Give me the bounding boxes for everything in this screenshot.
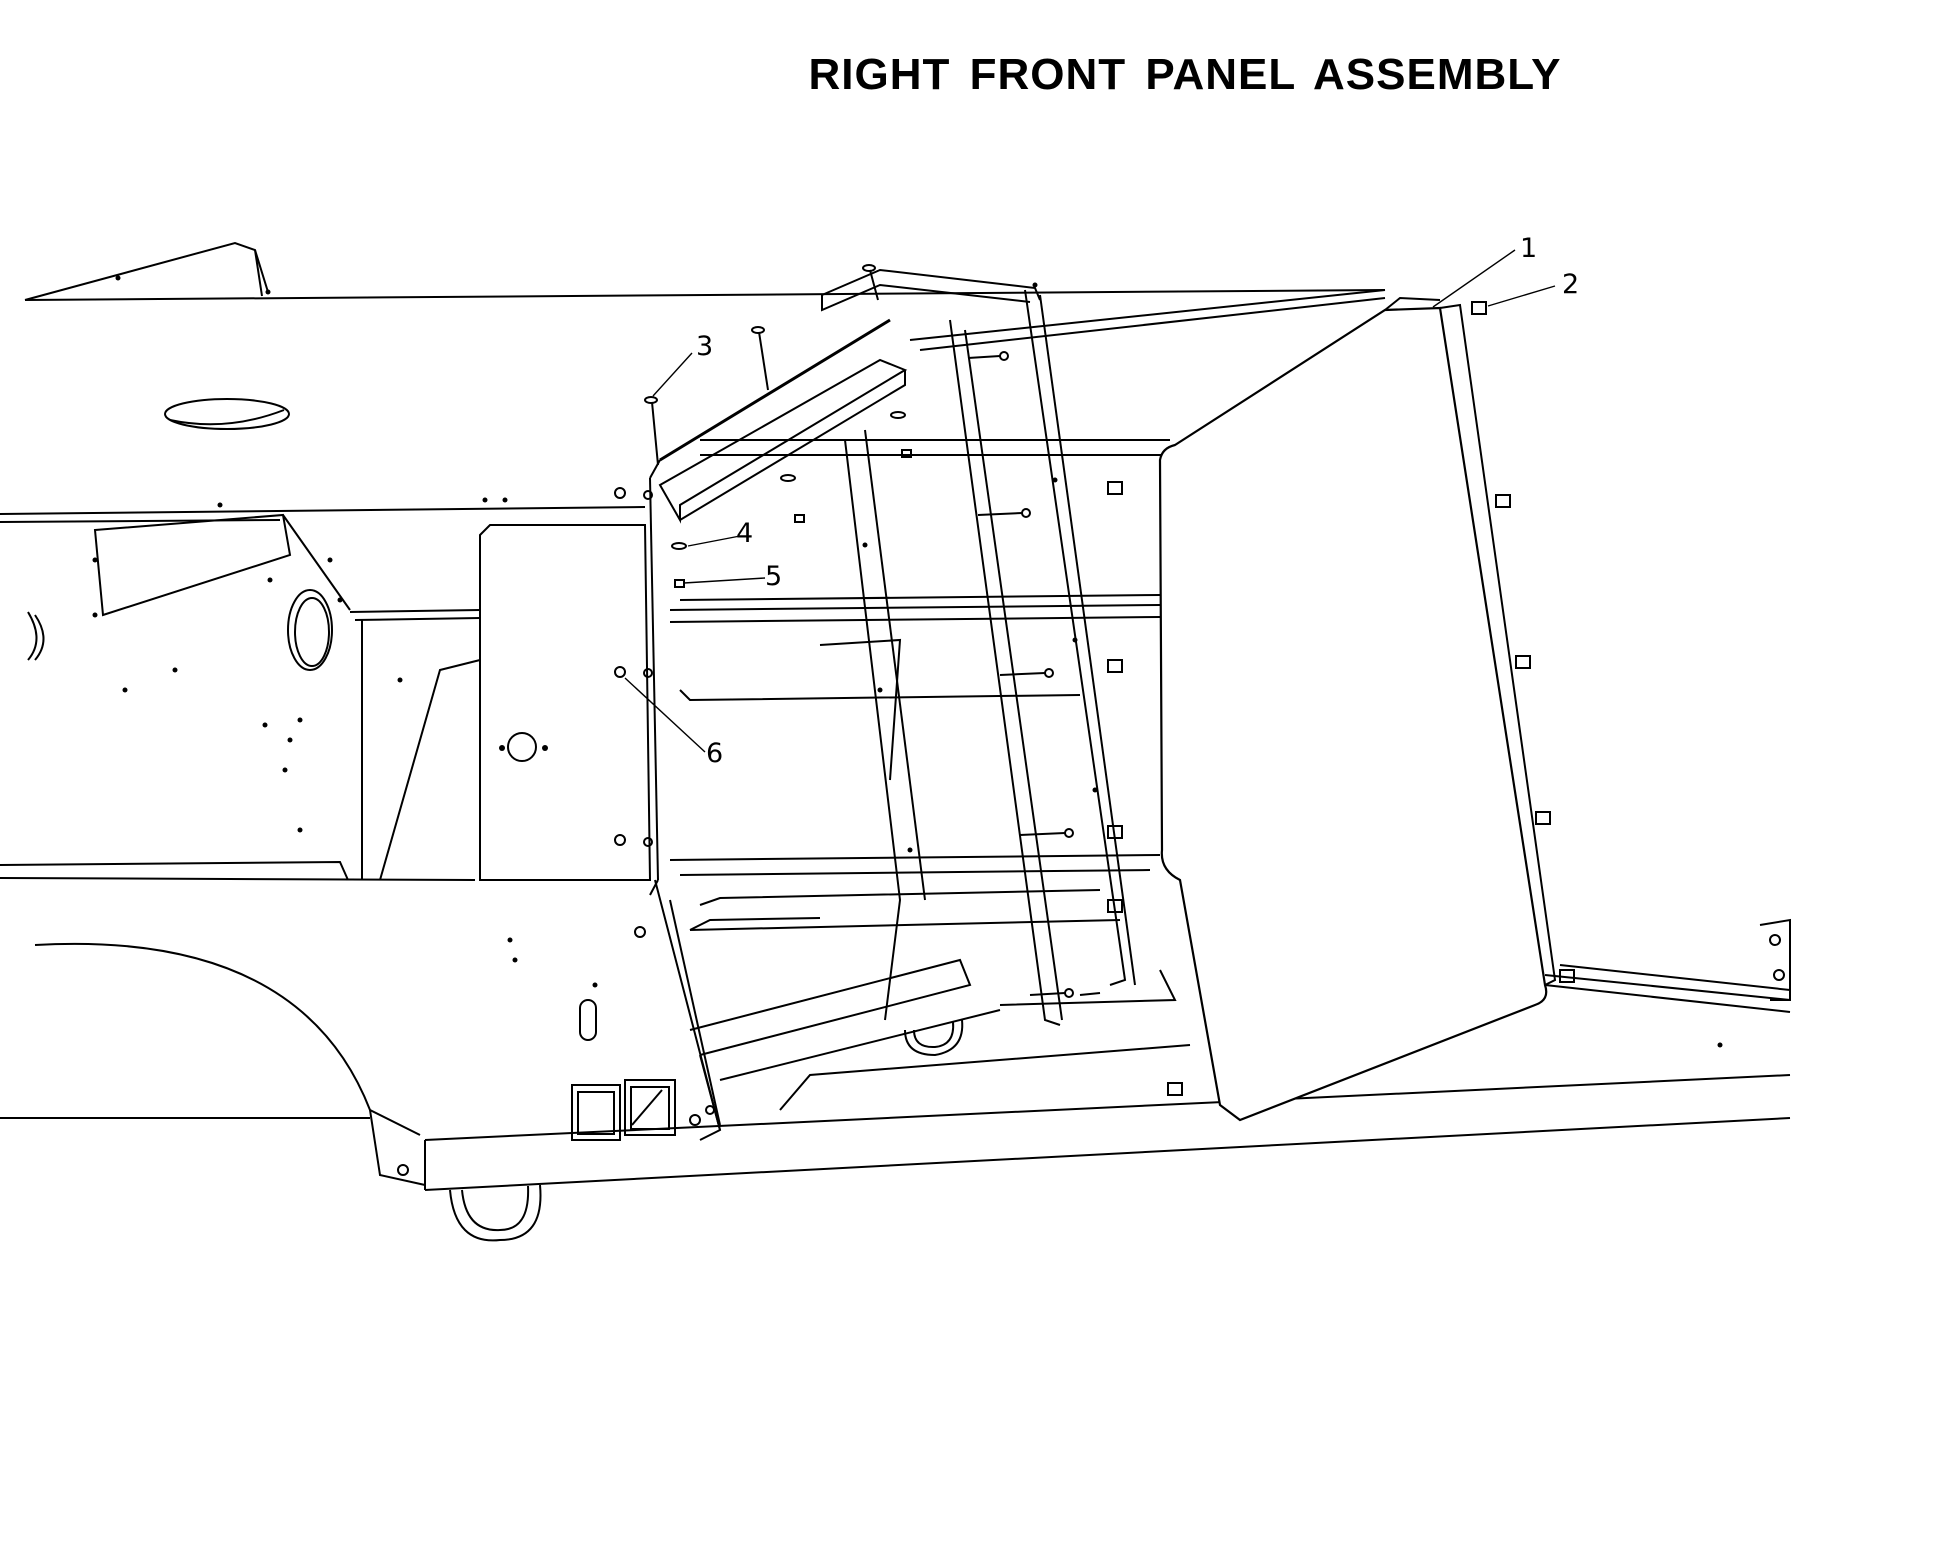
callout-4: 4 bbox=[736, 518, 753, 549]
callout-3: 3 bbox=[696, 331, 713, 362]
callout-leaders bbox=[624, 249, 1556, 753]
callout-1: 1 bbox=[1520, 233, 1537, 264]
callout-5: 5 bbox=[765, 561, 782, 592]
callout-2: 2 bbox=[1562, 269, 1579, 300]
j-nut bbox=[1471, 301, 1487, 315]
center-frame bbox=[649, 268, 1386, 1111]
right-front-panel bbox=[1158, 296, 1557, 1122]
callout-labels: 1 2 3 4 5 6 bbox=[696, 233, 1579, 769]
j-nut bbox=[1535, 811, 1551, 825]
lower-front-panel bbox=[571, 879, 1001, 1141]
callout-6: 6 bbox=[706, 738, 723, 769]
j-nut bbox=[1495, 494, 1511, 508]
side-plate bbox=[479, 524, 652, 881]
fasteners bbox=[92, 264, 1723, 1126]
rear-frame-end bbox=[1544, 918, 1791, 1013]
diagram-title: RIGHT FRONT PANEL ASSEMBLY bbox=[808, 50, 1562, 99]
j-nut bbox=[1515, 655, 1531, 669]
